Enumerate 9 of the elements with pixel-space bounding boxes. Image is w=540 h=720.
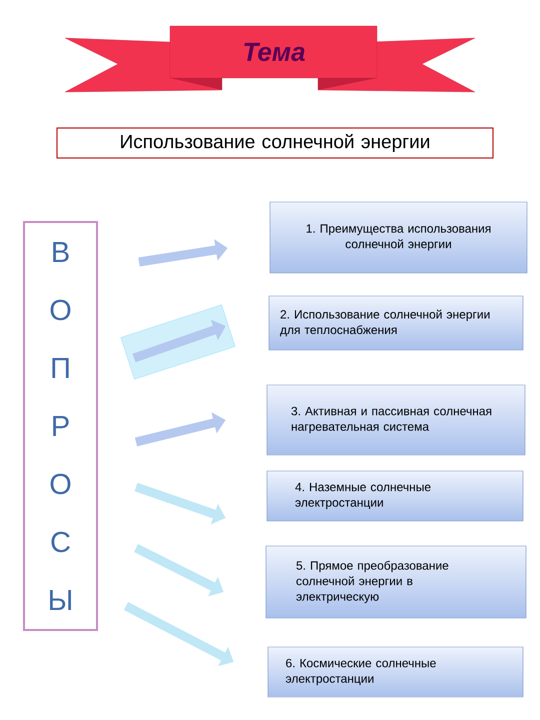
topic-box: 3. Активная и пассивная солнечная нагревательная система bbox=[266, 384, 526, 456]
topic-box: 1. Преимущества использования солнечной энергии bbox=[270, 202, 528, 274]
topic-box: 5. Прямое преобразование солнечной энергии в электрическую bbox=[266, 546, 526, 618]
topic-box: Использование солнечной энергии bbox=[56, 128, 494, 158]
banner-title: Тема bbox=[244, 42, 305, 62]
topic-box: 6. Космические солнечные электростанции bbox=[268, 646, 524, 698]
topic-box: 4. Наземные солнечные электростанции bbox=[266, 470, 524, 522]
topic-box: 2. Использование солнечной энергии для теплоснабжения bbox=[268, 296, 524, 350]
side-panel: В О П Р О С Ы bbox=[23, 221, 98, 631]
